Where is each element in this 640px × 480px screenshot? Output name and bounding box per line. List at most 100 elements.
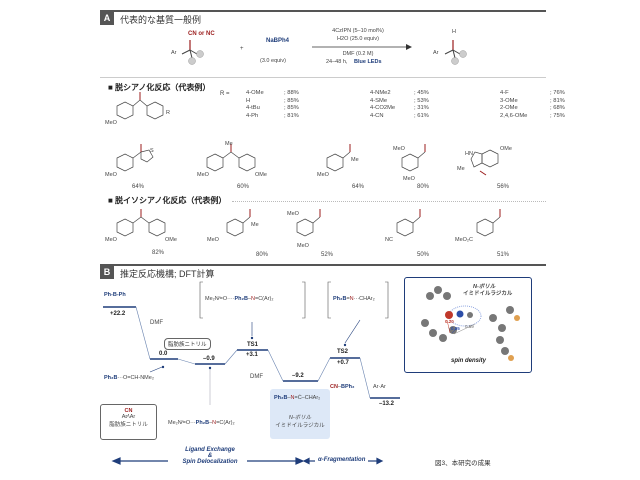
- spin-value-carbon: 0.59: [465, 324, 474, 329]
- yield: 80%: [255, 252, 268, 258]
- r-yield: ; 85%: [284, 105, 299, 111]
- yield: 64%: [351, 184, 364, 190]
- spin-value-nitrogen: 0.05: [451, 326, 460, 331]
- ligand-exchanged-complex: Me₂N⁄=O···Ph₂B–N=C(Ar)₂: [168, 420, 235, 426]
- reaction-arrow: [312, 44, 412, 50]
- level-3: –13.2: [379, 401, 395, 407]
- r-yield: ; 68%: [550, 105, 565, 111]
- r-yield: ; 53%: [414, 97, 429, 104]
- reagent-equiv: (3.0 equiv): [260, 58, 286, 64]
- r-sub: 4-OMe: [246, 90, 264, 96]
- svg-text:MeO: MeO: [105, 172, 118, 178]
- section-b-title: 推定反応機構; DFT計算: [120, 269, 215, 279]
- reactant-group: CN or NC: [188, 31, 215, 37]
- svg-text:S: S: [150, 148, 154, 154]
- svg-text:MeO: MeO: [105, 120, 118, 126]
- yield: 50%: [416, 252, 429, 258]
- section-a-header: A 代表的な基質一般例: [100, 10, 546, 26]
- section-a-title: 代表的な基質一般例: [120, 15, 202, 25]
- molecular-model: [421, 286, 520, 361]
- svg-text:Me: Me: [351, 157, 359, 163]
- r-yield: ; 75%: [550, 112, 565, 119]
- ts2-structure: Ph₂B=N···CHAr₂: [333, 296, 375, 302]
- cyanoborane: CN–BPh₂: [330, 384, 355, 390]
- r-yield: ; 31%: [414, 105, 429, 111]
- condition-light: Blue LEDs: [354, 59, 382, 65]
- section-b-tag: B: [100, 266, 114, 279]
- svg-text:MeO: MeO: [207, 237, 220, 243]
- yield: 60%: [236, 184, 249, 190]
- level-2: –9.2: [292, 373, 304, 379]
- decyanation-title: ■ 脱シアノ化反応（代表例）: [108, 83, 211, 92]
- section-a-tag: A: [100, 12, 114, 25]
- dft-label-2: イミドイルラジカル: [463, 291, 513, 297]
- condition-water: H2O (25.0 equiv): [337, 36, 379, 42]
- r-sub: 4-SMe: [370, 97, 388, 104]
- plus-sign: +: [240, 46, 244, 52]
- phase-ligand-exchange: Ligand Exchange & Spin Delocalization: [175, 447, 245, 465]
- divider: [100, 77, 546, 78]
- level-start: +22.2: [110, 311, 126, 317]
- svg-text:MeO: MeO: [317, 172, 330, 178]
- reactant-structure: [181, 40, 204, 65]
- r-yield: ; 88%: [284, 90, 299, 96]
- r-yield: ; 85%: [284, 97, 299, 104]
- spin-value-boron: 0.20: [445, 319, 454, 324]
- r-sub: 2-OMe: [500, 105, 518, 111]
- figure-caption: 図3、本研究の成果: [435, 460, 491, 467]
- deisocyanation-title: ■ 脱イソシアノ化反応（代表例）: [108, 196, 227, 205]
- yield: 56%: [496, 184, 509, 190]
- svg-text:MeO: MeO: [287, 211, 300, 217]
- r-sub: 4-F: [500, 90, 509, 96]
- imidoyl-radical-box: Ph₂B–N=Ċ–CHAr₂ N-ボリル イミドイルラジカル: [270, 389, 330, 439]
- svg-text:MeO: MeO: [297, 243, 310, 249]
- ts2-energy: +0.7: [337, 360, 349, 366]
- phase1-line1: Ligand Exchange: [185, 447, 235, 453]
- r-substituent-table: 4-OMe; 88%4-NMe2; 45%4-F; 76% H; 85%4-SM…: [246, 90, 565, 119]
- ts2-name: TS2: [337, 349, 349, 355]
- level-1: –0.9: [203, 356, 215, 362]
- r-yield: ; 81%: [550, 97, 565, 104]
- level-0: 0.0: [159, 351, 168, 357]
- reagent: NaBPh4: [266, 38, 290, 44]
- svg-text:OMe: OMe: [165, 237, 177, 243]
- section-b-header: B 推定反応機構; DFT計算: [100, 264, 546, 280]
- product-structure: [444, 40, 467, 65]
- ts1-name: TS1: [247, 342, 259, 348]
- dotted-divider: [232, 201, 546, 202]
- r-yield: ; 81%: [284, 112, 299, 119]
- boron-dmf-complex: Ph₂B···O=CH‑NMe₂: [104, 375, 154, 381]
- yield: 52%: [320, 252, 333, 258]
- r-sub: 4-Ph: [246, 112, 259, 119]
- r-sub: 2,4,6-OMe: [500, 112, 528, 119]
- svg-text:HN: HN: [465, 151, 473, 157]
- nitrile-bubble: 脂肪族ニトリル: [164, 338, 211, 350]
- r-sub: 4-CN: [370, 112, 384, 119]
- dmf-label-1: DMF: [150, 320, 163, 326]
- svg-text:MeO: MeO: [403, 176, 416, 182]
- dft-structure-box: N-ボリル イミドイルラジカル 0.20 0.05 0.59 spin dens…: [404, 277, 532, 373]
- r-sub: 4-NMe2: [370, 90, 391, 96]
- svg-text:Me: Me: [225, 141, 233, 147]
- diphenylboryl-radical: Ph‑B‑Ph: [104, 292, 126, 298]
- phase1-line2: &: [207, 453, 213, 459]
- reactant-ar: Ar: [171, 50, 177, 56]
- svg-text:NC: NC: [385, 237, 393, 243]
- dmf-label-2: DMF: [250, 374, 263, 380]
- r-sub: 4-CO2Me: [370, 105, 396, 111]
- svg-text:Me: Me: [457, 166, 465, 172]
- spin-density-label: spin density: [451, 358, 487, 364]
- yield: 51%: [496, 252, 509, 258]
- svg-text:OMe: OMe: [500, 146, 512, 152]
- r-yield: ; 76%: [550, 90, 565, 96]
- svg-text:MeO₂C: MeO₂C: [455, 237, 473, 243]
- r-yield: ; 61%: [414, 112, 429, 119]
- radical-label-1: N-ボリル: [288, 415, 312, 421]
- product-ar: Ar: [433, 50, 439, 56]
- yield: 64%: [131, 184, 144, 190]
